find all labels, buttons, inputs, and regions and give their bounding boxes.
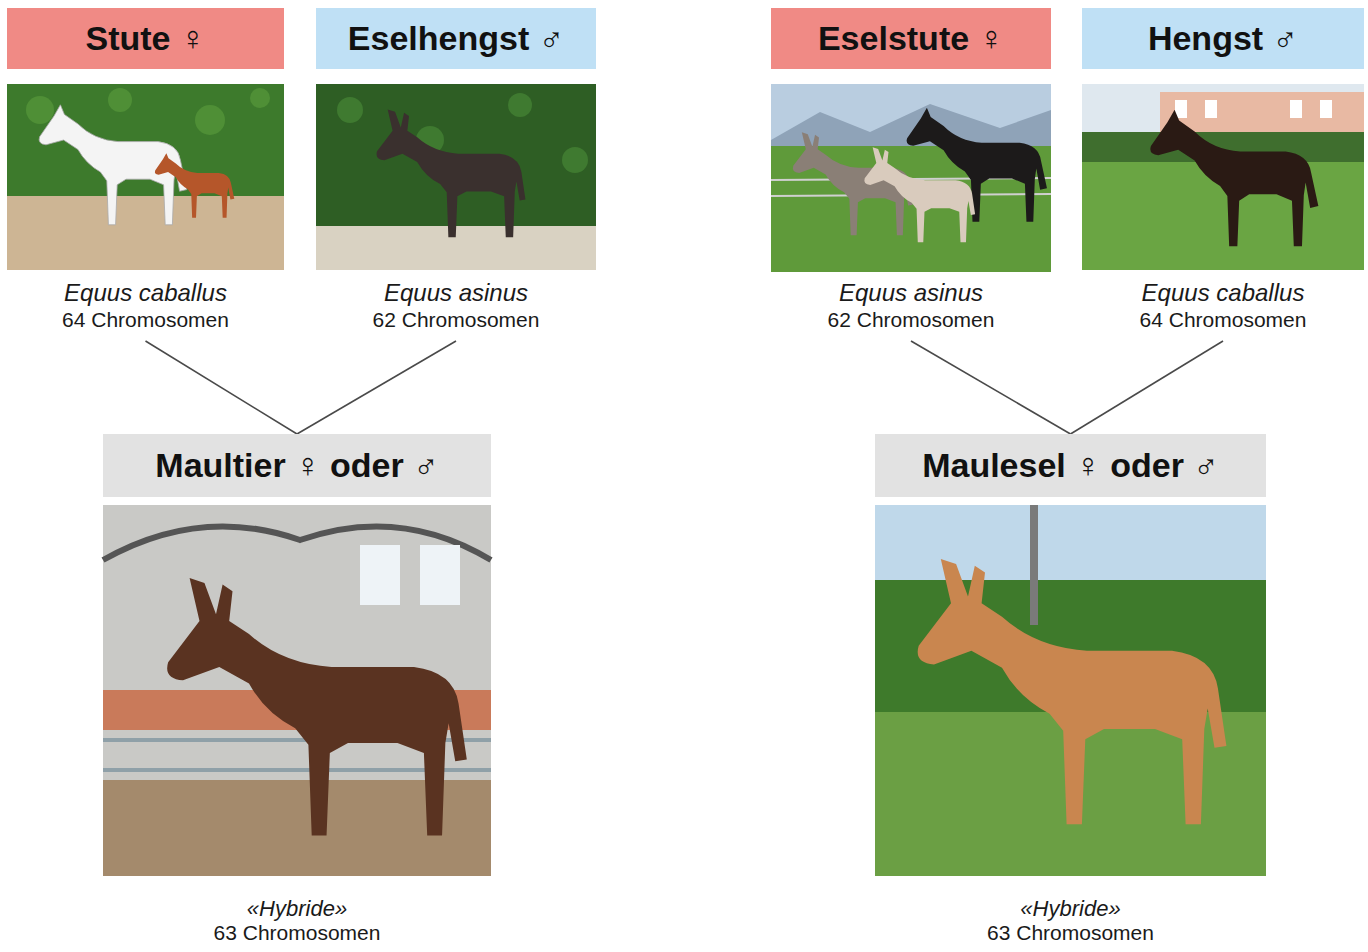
animal-header: Eselhengst ♂: [316, 8, 596, 69]
animal-header: Hengst ♂: [1082, 8, 1364, 69]
photo-space: [771, 69, 1051, 272]
photo-shape: [1205, 100, 1217, 118]
parent-animal-node: Eselstute ♀ Equus asinus62 Chromosomen: [771, 8, 1051, 333]
photo-shape: [337, 97, 363, 123]
hinny-photo: [875, 505, 1266, 876]
stallion-photo: [1082, 84, 1364, 270]
jenny-donkey-photo: [771, 84, 1051, 272]
species-name: Equus caballus: [7, 279, 284, 307]
photo-shape: [360, 545, 400, 605]
photo-space: [7, 69, 284, 270]
photo-shape: [1030, 505, 1038, 625]
parent-animal-node: Stute ♀ Equus caballus64 Chromosomen: [7, 8, 284, 333]
chromosome-count: 62 Chromosomen: [316, 307, 596, 333]
animal-header: Stute ♀: [7, 8, 284, 69]
species-name: «Hybride»: [875, 896, 1266, 921]
photo-space: [1082, 69, 1364, 270]
photo-shape: [195, 105, 225, 135]
species-name: «Hybride»: [103, 896, 491, 921]
mare-photo: [7, 84, 284, 270]
photo-shape: [316, 226, 596, 270]
chromosome-count: 64 Chromosomen: [1082, 307, 1364, 333]
photo-shape: [26, 96, 54, 124]
photo-shape: [864, 147, 975, 242]
photo-space: [875, 497, 1266, 876]
photo-shape: [167, 578, 467, 835]
photo-shape: [508, 93, 532, 117]
animal-header: Eselstute ♀: [771, 8, 1051, 69]
photo-shape: [108, 88, 132, 112]
parent-animal-node: Eselhengst ♂ Equus asinus62 Chromosomen: [316, 8, 596, 333]
chromosome-count: 63 Chromosomen: [103, 921, 491, 944]
chromosome-count: 64 Chromosomen: [7, 307, 284, 333]
chromosome-count: 63 Chromosomen: [875, 921, 1266, 944]
photo-space: [316, 69, 596, 270]
hybrid-header: Maulesel ♀ oder ♂: [875, 434, 1266, 497]
chromosome-count: 62 Chromosomen: [771, 307, 1051, 333]
photo-shape: [1320, 100, 1332, 118]
parent-animal-node: Hengst ♂ Equus caballus64 Chromosomen: [1082, 8, 1364, 333]
photo-shape: [377, 109, 526, 237]
photo-shape: [103, 505, 491, 876]
photo-shape: [420, 545, 460, 605]
parent-link-line: [297, 341, 456, 434]
photo-space: [103, 497, 491, 876]
photo-shape: [155, 153, 234, 218]
species-name: Equus caballus: [1082, 279, 1364, 307]
parent-link-line: [911, 341, 1071, 434]
parent-link-line: [146, 341, 298, 434]
photo-shape: [7, 196, 284, 270]
photo-shape: [1150, 110, 1318, 247]
mule-photo: [103, 505, 491, 876]
hybrid-node: Maulesel ♀ oder ♂ «Hybride»63 Chromosomen: [875, 434, 1266, 944]
species-name: Equus asinus: [316, 279, 596, 307]
photo-shape: [918, 559, 1227, 824]
photo-shape: [1082, 84, 1364, 270]
hybrid-node: Maultier ♀ oder ♂ «Hybride»63 Chromosomen: [103, 434, 491, 944]
species-name: Equus asinus: [771, 279, 1051, 307]
jack-donkey-photo: [316, 84, 596, 270]
photo-shape: [250, 88, 270, 108]
parent-link-line: [1071, 341, 1224, 434]
photo-shape: [1290, 100, 1302, 118]
photo-shape: [562, 147, 588, 173]
hybrid-header: Maultier ♀ oder ♂: [103, 434, 491, 497]
